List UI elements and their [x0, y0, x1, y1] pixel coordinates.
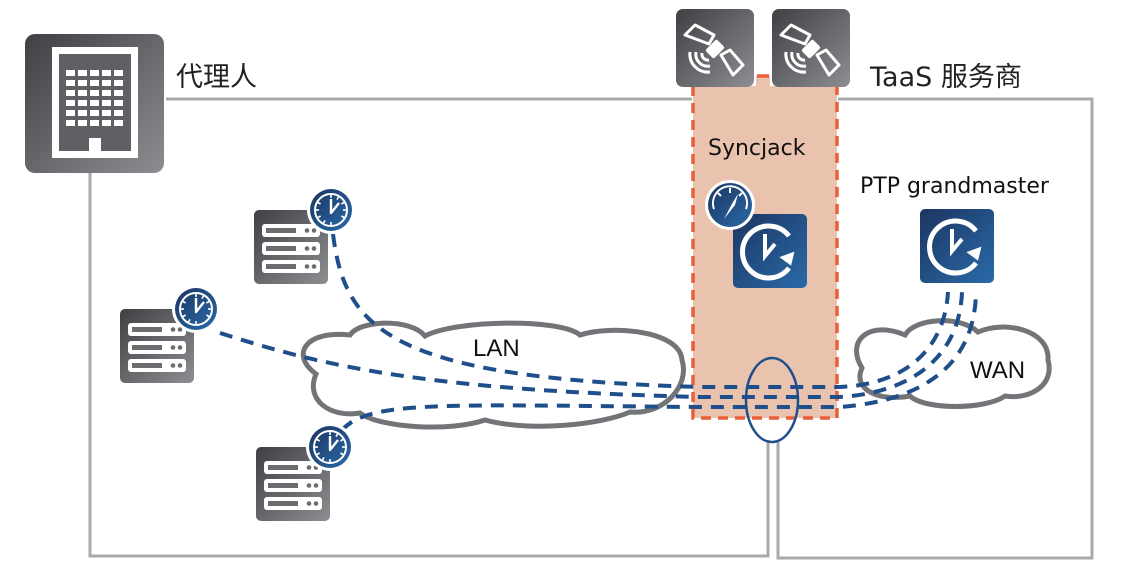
server-icon	[256, 421, 356, 521]
satellite-icon	[674, 7, 756, 89]
clock-sync-icon	[920, 209, 994, 283]
syncjack-label: Syncjack	[708, 136, 806, 161]
grandmaster-label: PTP grandmaster	[860, 174, 1050, 199]
link-server2	[219, 291, 964, 399]
agent-zone-label: 代理人	[176, 62, 257, 93]
gauge-icon	[705, 180, 755, 230]
provider-zone-label: TaaS 服务商	[869, 62, 1022, 93]
link-server1	[331, 233, 950, 389]
port-ring	[744, 356, 800, 444]
provider-zone-boundary	[776, 97, 1094, 560]
server-icon	[120, 283, 222, 383]
lan-cloud-icon	[300, 320, 686, 430]
server-icon	[254, 184, 357, 284]
lan-label: LAN	[473, 335, 520, 362]
agent-zone-boundary	[88, 97, 770, 558]
satellite-icon	[770, 7, 852, 89]
wan-label: WAN	[970, 357, 1025, 384]
building-icon	[25, 34, 164, 173]
